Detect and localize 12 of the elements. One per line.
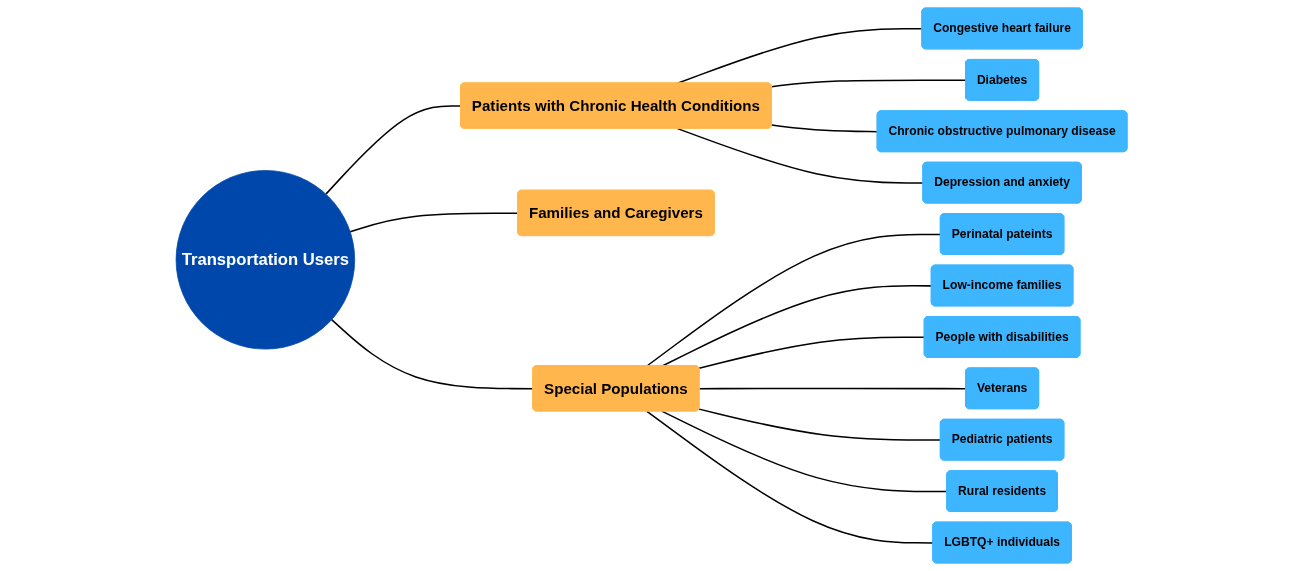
connector bbox=[331, 318, 535, 390]
connector bbox=[661, 410, 949, 493]
connector bbox=[349, 212, 520, 233]
connector bbox=[677, 127, 925, 184]
connector bbox=[771, 79, 968, 88]
connector bbox=[698, 408, 942, 441]
connector bbox=[646, 233, 942, 367]
connector bbox=[661, 285, 933, 367]
connector bbox=[771, 124, 879, 133]
connector bbox=[646, 410, 935, 544]
node-circle: Transportation Users bbox=[176, 170, 356, 350]
connector bbox=[698, 336, 926, 369]
